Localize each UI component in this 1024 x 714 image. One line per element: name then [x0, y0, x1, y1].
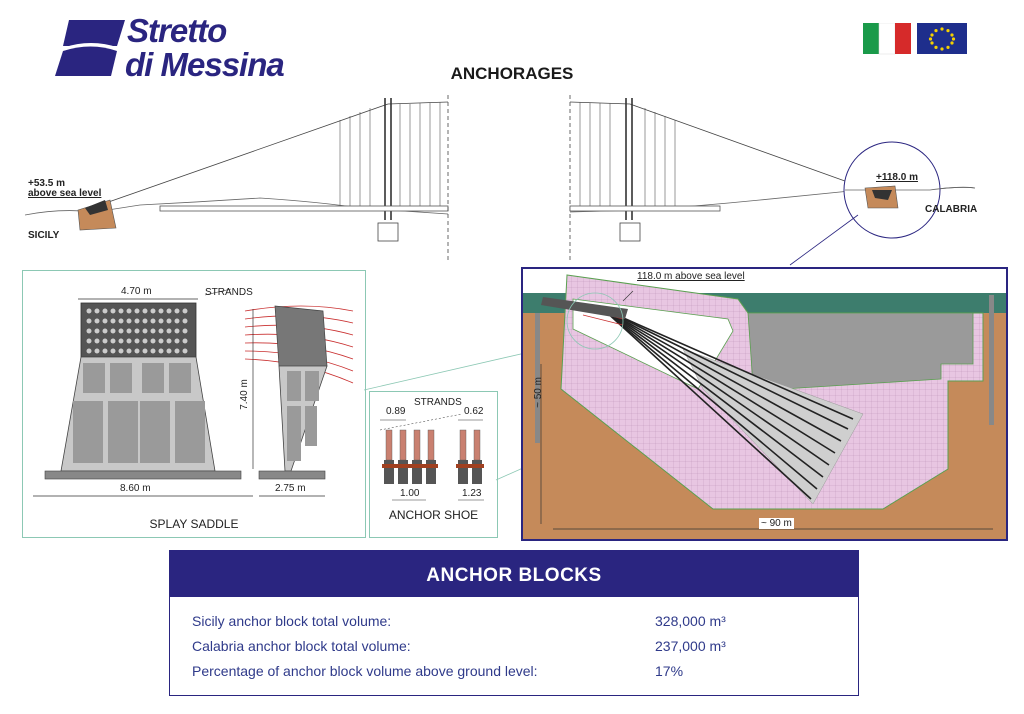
shoe-dim-a: 0.89 — [386, 406, 406, 417]
anchor-block-section-drawing — [523, 274, 1006, 539]
calabria-label: CALABRIA — [925, 204, 978, 215]
section-depth-label: ~ 50 m — [532, 377, 544, 408]
bridge-elevation — [24, 95, 976, 266]
sicily-level-note: above sea level — [28, 188, 102, 199]
anchor-shoe-drawing — [379, 413, 484, 501]
row-percentage-value: 17% — [655, 663, 684, 679]
anchor-blocks-title: ANCHOR BLOCKS — [170, 551, 858, 597]
saddle-strands-label: STRANDS — [205, 287, 253, 298]
shoe-dim-d: 1.23 — [462, 488, 482, 499]
sicily-level-label: +53.5 m — [28, 178, 65, 189]
splay-saddle-caption: SPLAY SADDLE — [149, 517, 239, 531]
splay-saddle-panel: 4.70 m STRANDS 7.40 m 8.60 m 2.75 m SPLA… — [22, 270, 366, 538]
saddle-width-base: 8.60 m — [120, 483, 151, 494]
company-logo: Stretto di Messina — [55, 14, 295, 84]
splay-saddle-drawing — [33, 288, 354, 497]
shoe-dim-b: 0.62 — [464, 406, 484, 417]
row-sicily-label: Sicily anchor block total volume: — [192, 613, 392, 629]
shoe-dim-c: 1.00 — [400, 488, 420, 499]
row-calabria-label: Calabria anchor block total volume: — [192, 638, 411, 654]
sicily-side-elevation — [24, 95, 449, 260]
calabria-level-label: +118.0 m — [876, 172, 918, 183]
anchor-shoe-caption: ANCHOR SHOE — [388, 508, 479, 522]
logo-line-2: di Messina — [125, 46, 285, 83]
row-percentage-label: Percentage of anchor block volume above … — [192, 663, 538, 679]
calabria-side-elevation — [569, 95, 976, 266]
section-length-label: ~ 90 m — [759, 518, 794, 529]
italy-flag-icon — [863, 22, 911, 55]
row-sicily-value: 328,000 m³ — [655, 613, 726, 629]
row-calabria-value: 237,000 m³ — [655, 638, 726, 654]
saddle-width-top: 4.70 m — [121, 286, 152, 297]
saddle-side-base: 2.75 m — [275, 483, 306, 494]
logo-mark-icon — [55, 20, 125, 76]
flags — [863, 22, 969, 60]
anchor-block-section-panel: 118.0 m above sea level ~ 50 m ~ 90 m — [521, 267, 1008, 541]
sicily-label: SICILY — [28, 230, 60, 241]
logo-line-1: Stretto — [127, 12, 227, 49]
anchor-blocks-table: ANCHOR BLOCKS Sicily anchor block total … — [169, 550, 859, 696]
section-level-label: 118.0 m above sea level — [637, 271, 745, 282]
anchor-shoe-panel: 0.89 STRANDS 0.62 1.00 1.23 ANCHOR SHOE — [369, 391, 498, 538]
eu-flag-icon — [917, 23, 967, 54]
page-title: ANCHORAGES — [450, 64, 574, 83]
shoe-strands-label: STRANDS — [414, 397, 462, 408]
